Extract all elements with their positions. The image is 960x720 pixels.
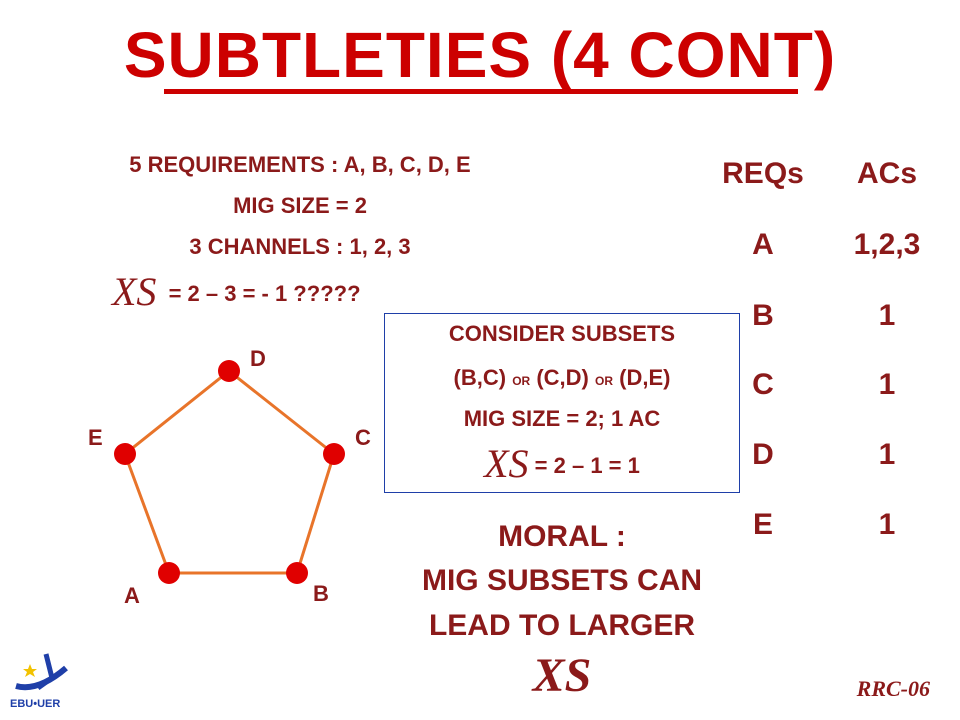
box-line-mig: MIG SIZE = 2; 1 AC (463, 406, 661, 431)
table-row-req: C (752, 368, 774, 401)
page-title: SUBTLETIES (4 CONT) (123, 19, 837, 91)
xs-symbol: XS (484, 441, 529, 486)
vertex-c-node (323, 443, 345, 465)
table-row-req: E (752, 508, 773, 541)
table-row-ac: 1 (878, 438, 896, 471)
table-header-acs: ACs (856, 157, 917, 190)
vertex-e-node (114, 443, 136, 465)
vertex-d-node (218, 360, 240, 382)
or-label: OR (512, 374, 531, 388)
pair-bc: (B,C) (453, 365, 507, 390)
table-row-req: B (752, 299, 774, 332)
table-row-req: D (752, 438, 774, 471)
subset-box (384, 313, 740, 493)
moral-line-1: MIG SUBSETS CAN (421, 564, 703, 597)
vertex-label-d: D (250, 346, 266, 371)
xs-formula-line: XS = 2 – 3 = - 1 ????? (112, 268, 361, 315)
channels-line: 3 CHANNELS : 1, 2, 3 (189, 234, 411, 259)
box-line-xs: XS = 2 – 1 = 1 (384, 440, 740, 487)
requirements-line: 5 REQUIREMENTS : A, B, C, D, E (129, 152, 471, 177)
xs-formula: = 2 – 1 = 1 (534, 453, 640, 478)
vertex-label-a: A (124, 583, 140, 608)
moral-xs-symbol: XS (532, 649, 592, 702)
ebu-logo-text: EBU•UER (10, 698, 61, 710)
table-header-reqs: REQs (722, 157, 804, 190)
table-row-req: A (752, 228, 774, 261)
table-row-ac: 1 (878, 299, 896, 332)
xs-formula: = 2 – 3 = - 1 ????? (168, 281, 361, 306)
mig-size-line: MIG SIZE = 2 (233, 193, 367, 218)
vertex-b-node (286, 562, 308, 584)
vertex-label-c: C (355, 425, 371, 450)
ebu-logo-icon (15, 653, 68, 691)
box-line-consider: CONSIDER SUBSETS (448, 321, 676, 346)
table-row-ac: 1 (878, 508, 896, 541)
moral-heading: MORAL : (498, 520, 626, 553)
vertex-a-node (158, 562, 180, 584)
pair-de: (D,E) (619, 365, 671, 390)
table-row-ac: 1 (878, 368, 896, 401)
table-row-ac: 1,2,3 (853, 228, 921, 261)
title-underline (164, 89, 798, 94)
pentagon-edges (123, 369, 336, 575)
moral-line-2: LEAD TO LARGER (428, 609, 696, 642)
pair-cd: (C,D) (536, 365, 589, 390)
vertex-label-b: B (313, 581, 329, 606)
or-label: OR (595, 374, 613, 388)
footer-code: RRC-06 (856, 676, 930, 701)
vertex-label-e: E (88, 425, 103, 450)
xs-symbol: XS (112, 269, 157, 314)
box-line-pairs: (B,C) OR (C,D) OR (D,E) (384, 365, 740, 391)
